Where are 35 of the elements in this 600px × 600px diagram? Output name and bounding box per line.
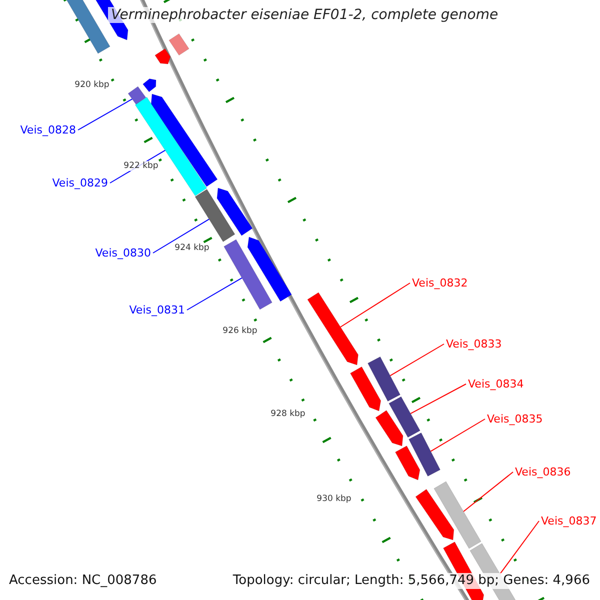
gene-feature: [194, 189, 236, 242]
gene-label: Veis_0834: [468, 378, 524, 390]
gene-label: Veis_0830: [95, 246, 151, 260]
leader-line: [78, 98, 133, 130]
gene-feature: [128, 86, 146, 105]
gene-label: Veis_0828: [20, 124, 76, 136]
gene-label: Veis_0835: [487, 412, 543, 426]
gene-feature: [434, 481, 482, 549]
gene-label: Veis_0829: [52, 176, 108, 190]
gene-label: Veis_0831: [129, 304, 185, 316]
leader-line: [430, 418, 486, 452]
gene-feature: [388, 396, 420, 438]
leader-line: [500, 520, 540, 574]
leader-line: [186, 277, 242, 310]
gene-label: Veis_0837: [541, 514, 597, 528]
tick-label: 930 kbp: [316, 494, 352, 504]
tick-label: 924 kbp: [174, 243, 210, 253]
leader-line: [390, 344, 444, 376]
gene-feature: [368, 356, 400, 402]
tick-label: 928 kbp: [270, 409, 306, 419]
leader-line: [340, 282, 410, 328]
gene-label: Veis_0833: [446, 338, 502, 350]
gene-feature: [224, 239, 272, 310]
tick-label: 926 kbp: [222, 326, 258, 336]
tick-label: 920 kbp: [74, 80, 110, 90]
leader-line: [463, 472, 514, 512]
gene-label: Veis_0836: [515, 466, 571, 478]
tick-label: 922 kbp: [124, 161, 158, 171]
leader-line: [410, 384, 466, 414]
gene-feature: [307, 292, 358, 366]
gene-feature: [408, 432, 440, 476]
gene-label: Veis_0832: [412, 276, 468, 290]
info-text: Topology: circular; Length: 5,566,749 bp; Genes: 4,966: [230, 573, 592, 589]
leader-line: [152, 218, 210, 254]
info-text: Accession: NC_008786: [7, 573, 159, 589]
